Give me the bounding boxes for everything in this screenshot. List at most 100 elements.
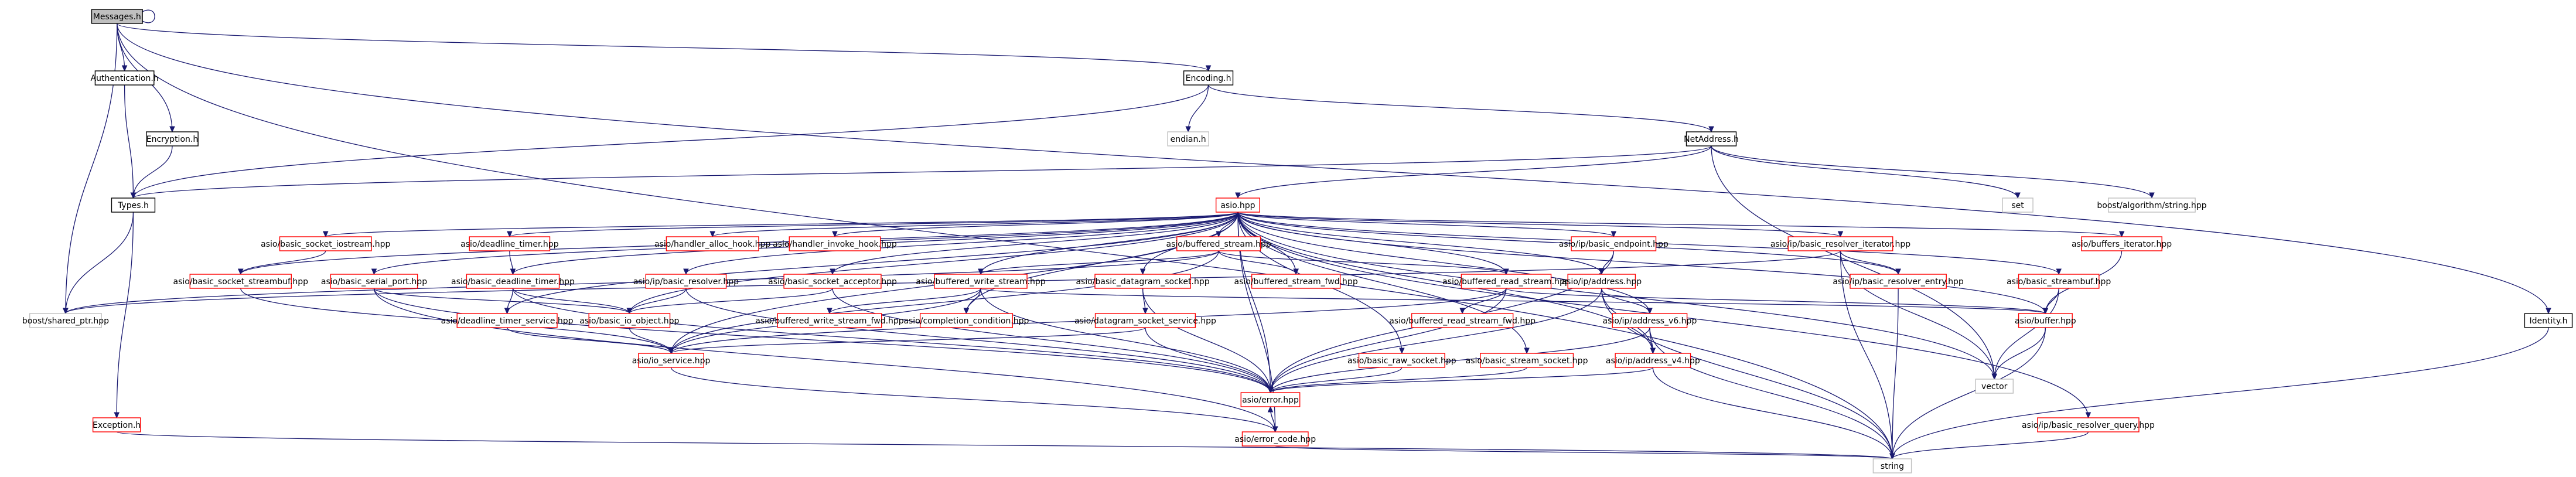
- node-string[interactable]: string: [1872, 458, 1912, 473]
- dependency-edge: [1506, 288, 2046, 314]
- node-set[interactable]: set: [2002, 197, 2033, 213]
- node-basic-stream-socket[interactable]: asio/basic_stream_socket.hpp: [1466, 353, 1588, 368]
- dependency-edge: [116, 212, 134, 418]
- node-error-code[interactable]: asio/error_code.hpp: [1234, 431, 1316, 447]
- arrowhead-icon: [1139, 268, 1146, 275]
- node-basic-raw-socket[interactable]: asio/basic_raw_socket.hpp: [1347, 353, 1456, 368]
- arrowhead-icon: [827, 308, 832, 315]
- node-label: Encryption.h: [146, 135, 198, 144]
- node-error[interactable]: asio/error.hpp: [1240, 392, 1301, 407]
- node-deadline-timer-service[interactable]: asio/deadline_timer_service.hpp: [441, 313, 574, 328]
- dependency-edge: [1840, 250, 1995, 380]
- node-encoding[interactable]: Encoding.h: [1183, 70, 1234, 86]
- dependency-edge: [117, 23, 1893, 459]
- node-deadline-timer[interactable]: asio/deadline_timer.hpp: [460, 236, 559, 251]
- node-basic-serial-port[interactable]: asio/basic_serial_port.hpp: [321, 274, 427, 289]
- arrowhead-icon: [668, 347, 674, 355]
- node-buffered-write-stream-fwd[interactable]: asio/buffered_write_stream_fwd.hpp: [755, 313, 904, 328]
- node-buffered-write-stream[interactable]: asio/buffered_write_stream.hpp: [916, 274, 1046, 289]
- dependency-edge: [1892, 327, 2549, 459]
- dependency-edge: [124, 84, 134, 199]
- node-basic-endpoint[interactable]: asio/ip/basic_endpoint.hpp: [1559, 236, 1669, 251]
- node-vector[interactable]: vector: [1975, 379, 2014, 394]
- node-label: asio/buffered_write_stream.hpp: [916, 277, 1045, 287]
- node-basic-io-object[interactable]: asio/basic_io_object.hpp: [579, 313, 680, 328]
- dependency-edge: [132, 145, 1712, 199]
- node-box: [1176, 236, 1261, 251]
- node-box: [2081, 236, 2162, 251]
- node-handler-alloc-hook[interactable]: asio/handler_alloc_hook.hpp: [654, 236, 770, 251]
- node-types[interactable]: Types.h: [111, 197, 156, 213]
- arrowhead-icon: [2149, 192, 2155, 199]
- node-ip-address[interactable]: asio/ip/address.hpp: [1561, 274, 1642, 289]
- node-box: [94, 70, 155, 86]
- node-basic-datagram-socket[interactable]: asio/basic_datagram_socket.hpp: [1076, 274, 1210, 289]
- node-box: [1167, 131, 1209, 146]
- node-datagram-socket-service[interactable]: asio/datagram_socket_service.hpp: [1074, 313, 1216, 328]
- node-ip-basic-resolver[interactable]: asio/ip/basic_resolver.hpp: [633, 274, 739, 289]
- node-messages[interactable]: Messages.h: [91, 9, 143, 24]
- node-label: asio/buffer.hpp: [2015, 316, 2076, 326]
- node-completion-condition[interactable]: asio/completion_condition.hpp: [903, 313, 1029, 328]
- node-buffered-stream[interactable]: asio/buffered_stream.hpp: [1166, 236, 1271, 251]
- dependency-edge: [1145, 327, 1271, 393]
- node-box: [783, 274, 882, 289]
- dependency-edge: [65, 250, 1219, 314]
- node-address-v6[interactable]: asio/ip/address_v6.hpp: [1603, 313, 1697, 328]
- node-label: endian.h: [1171, 135, 1206, 144]
- dependency-edge: [1270, 288, 1602, 393]
- arrowhead-icon: [1650, 347, 1656, 355]
- node-buffer[interactable]: asio/buffer.hpp: [2015, 313, 2076, 328]
- node-label: asio/error_code.hpp: [1234, 435, 1316, 444]
- node-shared-ptr[interactable]: boost/shared_ptr.hpp: [22, 313, 109, 328]
- node-basic-resolver-query[interactable]: asio/ip/basic_resolver_query.hpp: [2022, 417, 2155, 432]
- node-basic-resolver-iterator[interactable]: asio/ip/basic_resolver_iterator.hpp: [1770, 236, 1910, 251]
- node-box: [1251, 274, 1341, 289]
- node-basic-streambuf[interactable]: asio/basic_streambuf.hpp: [2007, 274, 2111, 289]
- node-address-v4[interactable]: asio/ip/address_v4.hpp: [1606, 353, 1700, 368]
- dependency-edge: [1892, 327, 2046, 459]
- node-basic-resolver-entry[interactable]: asio/ip/basic_resolver_entry.hpp: [1833, 274, 1964, 289]
- node-boost-algo[interactable]: boost/algorithm/string.hpp: [2097, 197, 2207, 213]
- dependency-edge: [1237, 145, 1712, 199]
- dependency-edge: [1237, 212, 1899, 275]
- node-endian[interactable]: endian.h: [1167, 131, 1209, 146]
- node-label: asio/deadline_timer_service.hpp: [441, 316, 574, 326]
- dependency-edge: [1840, 250, 1899, 275]
- dependency-edge: [65, 23, 118, 314]
- node-netaddress[interactable]: NetAddress.h: [1684, 131, 1739, 146]
- node-box: [2524, 313, 2573, 328]
- dependency-edge: [1270, 367, 1527, 393]
- node-buffered-stream-fwd[interactable]: asio/buffered_stream_fwd.hpp: [1234, 274, 1358, 289]
- arrowhead-icon: [504, 308, 510, 315]
- dependency-edge: [1652, 367, 1893, 459]
- arrowhead-icon: [63, 308, 69, 315]
- node-asio[interactable]: asio.hpp: [1215, 197, 1260, 213]
- node-box: [469, 236, 551, 251]
- node-identity[interactable]: Identity.h: [2524, 313, 2573, 328]
- arrowhead-icon: [169, 126, 175, 133]
- node-authentication[interactable]: Authentication.h: [91, 70, 159, 86]
- node-basic-socket-iostream[interactable]: asio/basic_socket_iostream.hpp: [261, 236, 390, 251]
- node-buffered-read-stream[interactable]: asio/buffered_read_stream.hpp: [1442, 274, 1570, 289]
- node-basic-socket-acceptor[interactable]: asio/basic_socket_acceptor.hpp: [768, 274, 897, 289]
- node-encryption[interactable]: Encryption.h: [146, 131, 199, 146]
- node-box: [645, 274, 727, 289]
- node-buffered-read-stream-fwd[interactable]: asio/buffered_read_stream_fwd.hpp: [1389, 313, 1536, 328]
- arrowhead-icon: [1142, 308, 1148, 315]
- arrowhead-icon: [2085, 412, 2091, 419]
- node-label: asio/ip/basic_resolver_entry.hpp: [1833, 277, 1964, 287]
- node-buffers-iterator[interactable]: asio/buffers_iterator.hpp: [2072, 236, 2172, 251]
- node-basic-deadline-timer[interactable]: asio/basic_deadline_timer.hpp: [451, 274, 575, 289]
- node-basic-socket-streambuf[interactable]: asio/basic_socket_streambuf.hpp: [173, 274, 309, 289]
- node-label: asio/io_service.hpp: [632, 356, 711, 366]
- node-label: asio/buffers_iterator.hpp: [2072, 240, 2172, 249]
- node-box: [1567, 274, 1636, 289]
- dependency-edge: [132, 84, 1209, 199]
- node-exception[interactable]: Exception.h: [92, 417, 141, 432]
- node-handler-invoke-hook[interactable]: asio/handler_invoke_hook.hpp: [773, 236, 897, 251]
- node-label: asio/ip/address_v6.hpp: [1603, 316, 1697, 326]
- node-box: [2002, 197, 2033, 213]
- node-io-service[interactable]: asio/io_service.hpp: [632, 353, 711, 368]
- dependency-edge: [506, 327, 672, 354]
